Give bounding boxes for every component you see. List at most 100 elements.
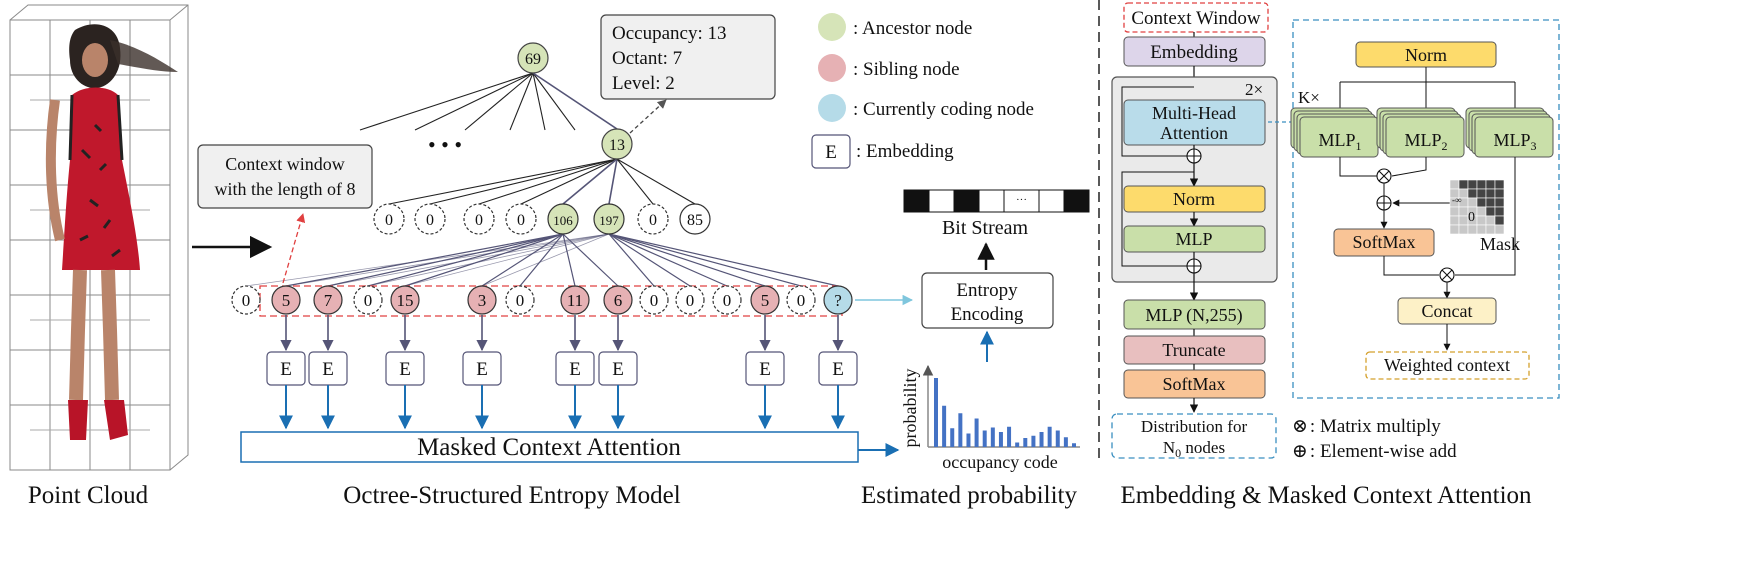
embedding-box: E bbox=[818, 351, 858, 386]
bit-segment: ··· bbox=[1003, 189, 1040, 213]
svg-text:Encoding: Encoding bbox=[951, 304, 1024, 325]
legend-ancestor: : Ancestor node bbox=[818, 13, 972, 41]
node-info-box: Occupancy: 13 Octant: 7 Level: 2 bbox=[600, 14, 776, 134]
norm-block: Norm bbox=[1123, 185, 1266, 213]
level2-label: 0 bbox=[385, 212, 393, 229]
svg-text:⊕: Element-wise add: ⊕: Element-wise add bbox=[1292, 441, 1457, 462]
level3-node: 0 bbox=[639, 285, 669, 315]
svg-text:Concat: Concat bbox=[1422, 301, 1473, 321]
bit-segment bbox=[928, 189, 955, 213]
level3-node: 3 bbox=[467, 285, 497, 315]
embedding-box: E bbox=[555, 351, 595, 386]
matmul-symbol: ⊗ bbox=[1292, 416, 1308, 437]
level2-node: 0 bbox=[463, 203, 495, 235]
level3-label: 0 bbox=[797, 291, 806, 310]
svg-text:Multi-Head: Multi-Head bbox=[1152, 103, 1236, 123]
mask-label: Mask bbox=[1480, 234, 1520, 254]
concat-block: Concat bbox=[1397, 297, 1497, 325]
point-cloud-panel bbox=[9, 4, 273, 471]
parent-label: 13 bbox=[609, 137, 625, 154]
chart-bar bbox=[1039, 432, 1044, 447]
info-occupancy: Occupancy: 13 bbox=[612, 23, 726, 44]
bit-stream-bar: ··· bbox=[903, 189, 1090, 213]
svg-text:Entropy: Entropy bbox=[956, 280, 1018, 301]
embedding-box: E bbox=[385, 351, 425, 386]
chart-bar bbox=[974, 418, 979, 447]
current-coding-node: ? bbox=[823, 285, 853, 315]
level3-label: 5 bbox=[282, 291, 291, 310]
embedding-label: E bbox=[759, 359, 771, 380]
repeat-label: 2× bbox=[1245, 80, 1263, 99]
matmul-1 bbox=[1376, 168, 1392, 184]
caption-embedding-attention: Embedding & Masked Context Attention bbox=[1120, 482, 1532, 509]
caption-point-cloud: Point Cloud bbox=[28, 482, 149, 509]
embedding-box: E bbox=[745, 351, 785, 386]
context-note-line2: with the length of 8 bbox=[215, 179, 356, 199]
level3-label: 5 bbox=[761, 291, 770, 310]
embedding-label: E bbox=[322, 359, 334, 380]
level3-node: 5 bbox=[750, 285, 780, 315]
embedding-label: E bbox=[569, 359, 581, 380]
level3-label: 6 bbox=[614, 291, 623, 310]
svg-text:SoftMax: SoftMax bbox=[1353, 232, 1416, 252]
bit-segment bbox=[903, 189, 930, 213]
level3-node: 5 bbox=[271, 285, 301, 315]
svg-text:Attention: Attention bbox=[1160, 123, 1228, 143]
level2-node: 85 bbox=[679, 203, 711, 235]
residual-add-2 bbox=[1121, 171, 1202, 274]
level2-label: 0 bbox=[475, 212, 483, 229]
residual-add-1 bbox=[1121, 86, 1202, 164]
level2-node: 197 bbox=[593, 203, 625, 235]
embedding-box: E bbox=[462, 351, 502, 386]
svg-text:Norm: Norm bbox=[1173, 189, 1215, 209]
caption-octree-model: Octree-Structured Entropy Model bbox=[343, 482, 680, 509]
svg-text:N0 nodes: N0 nodes bbox=[1163, 438, 1225, 460]
svg-text:SoftMax: SoftMax bbox=[1163, 374, 1226, 394]
level2-label: 0 bbox=[517, 212, 525, 229]
svg-text:: Currently coding node: : Currently coding node bbox=[853, 99, 1034, 120]
parent-edges bbox=[388, 158, 696, 205]
operator-notes: ⊗: Matrix multiply ⊕: Element-wise add bbox=[1292, 416, 1457, 462]
parent-node: 13 bbox=[601, 128, 633, 160]
root-label: 69 bbox=[525, 51, 541, 68]
level3-label: 0 bbox=[364, 291, 373, 310]
caption-estimated-probability: Estimated probability bbox=[861, 482, 1077, 509]
svg-text:: Ancestor node: : Ancestor node bbox=[853, 18, 972, 39]
svg-text:Norm: Norm bbox=[1405, 45, 1447, 65]
level2-label: 0 bbox=[649, 212, 657, 229]
level2-node: 106 bbox=[547, 203, 579, 235]
legend-sibling: : Sibling node bbox=[818, 54, 960, 82]
weighted-context-output: Weighted context bbox=[1365, 351, 1530, 380]
level3-node: 0 bbox=[353, 285, 383, 315]
matmul-2 bbox=[1439, 267, 1455, 283]
level3-label: 7 bbox=[324, 291, 333, 310]
ancestor-edges bbox=[245, 233, 839, 287]
mca-label: Masked Context Attention bbox=[417, 434, 681, 461]
network-panel: Context Window Embedding 2× Multi-Head A… bbox=[1111, 2, 1301, 460]
svg-text:Context Window: Context Window bbox=[1131, 8, 1261, 29]
embedding-box: E bbox=[308, 351, 348, 386]
chart-bar bbox=[966, 433, 971, 447]
mlp-head-stack: MLP2 bbox=[1376, 107, 1465, 158]
chart-bar bbox=[982, 430, 987, 447]
chart-bar bbox=[942, 405, 947, 447]
chart-bar bbox=[1055, 430, 1060, 447]
chart-bar bbox=[998, 432, 1003, 447]
level2-node: 0 bbox=[414, 203, 446, 235]
masked-context-attention-bar: Masked Context Attention bbox=[240, 431, 859, 463]
level3-label: 0 bbox=[650, 291, 659, 310]
probability-chart: probability occupancy code bbox=[900, 364, 1080, 472]
bit-segment bbox=[953, 189, 980, 213]
svg-text:Distribution for: Distribution for bbox=[1141, 417, 1248, 436]
level3-node: 0 bbox=[675, 285, 705, 315]
truncate-block: Truncate bbox=[1123, 335, 1266, 365]
chart-bar bbox=[934, 378, 938, 447]
distribution-output: Distribution for N0 nodes bbox=[1111, 413, 1277, 460]
level2-label: 0 bbox=[426, 212, 434, 229]
svg-text:: Embedding: : Embedding bbox=[856, 141, 954, 162]
chart-bar bbox=[1023, 438, 1028, 447]
chart-bar bbox=[990, 427, 995, 447]
